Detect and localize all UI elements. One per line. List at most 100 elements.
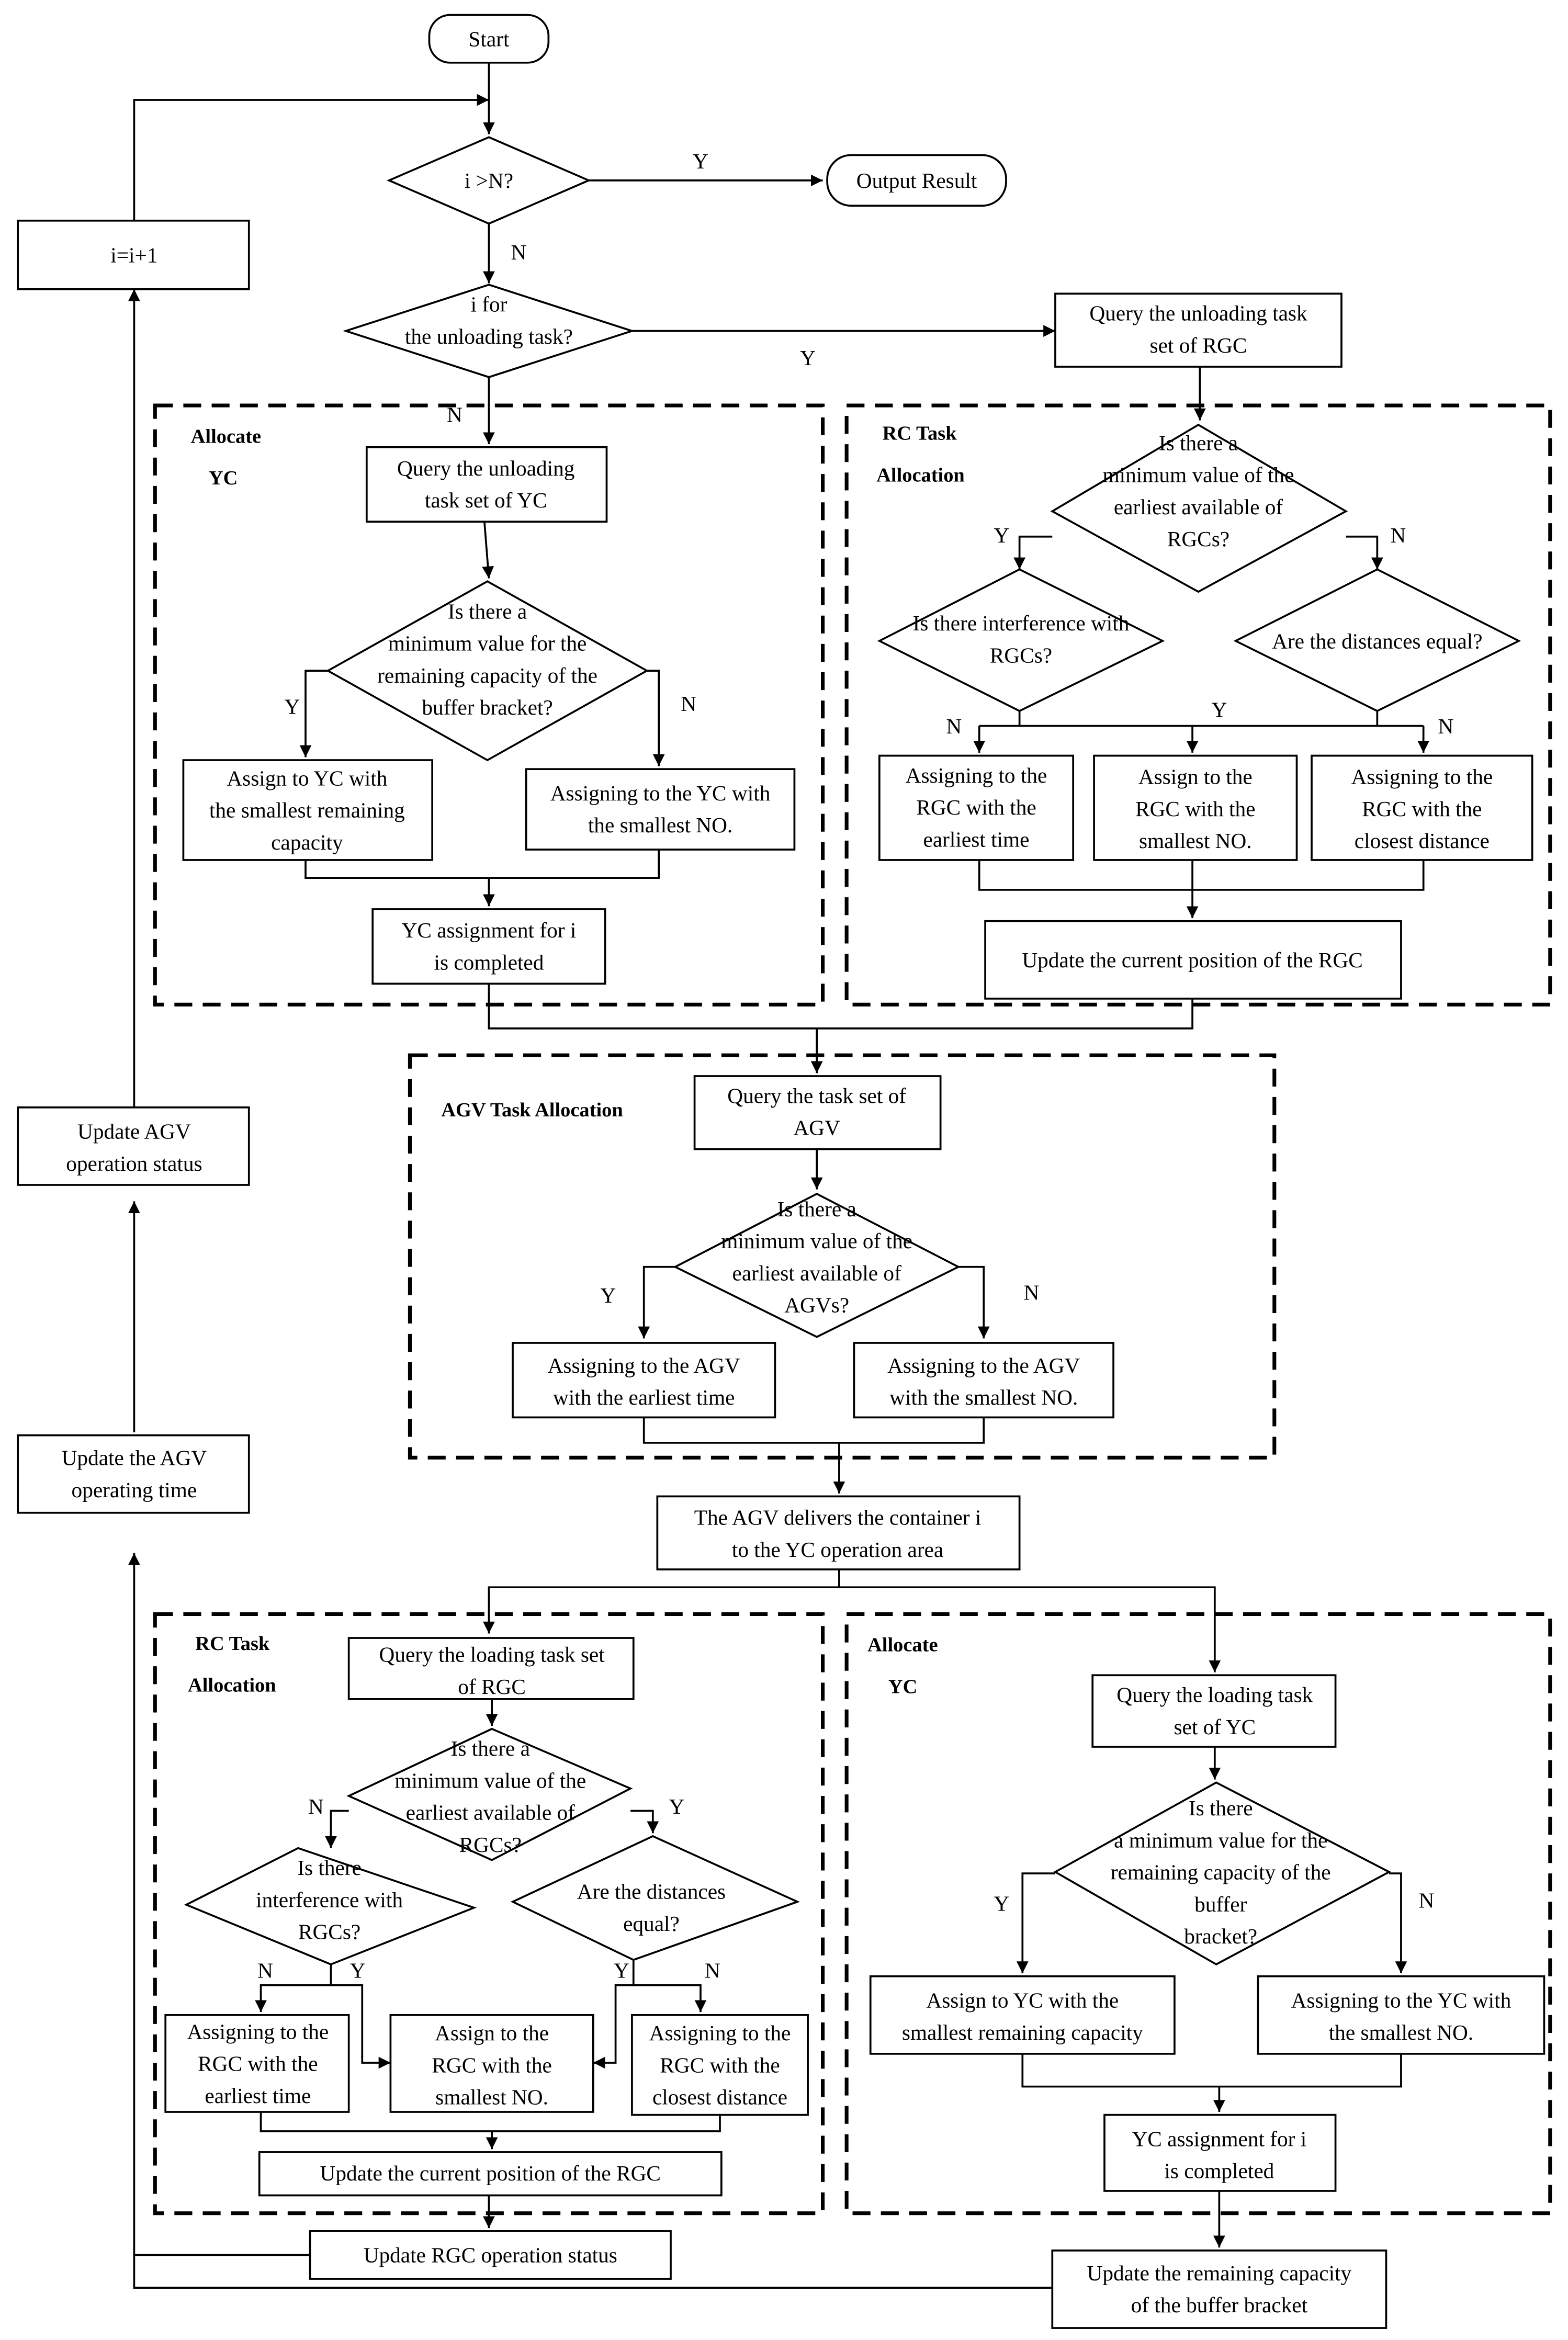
box-query-unloading-yc [365,446,608,523]
decision-agv [673,1192,961,1338]
label-y-yc-top: Y [284,695,300,719]
rgc-distances-top-label: Are the distances equal? [1272,629,1482,653]
label-y-rgc-top: Y [994,523,1010,547]
start-label: Start [468,27,510,51]
label-n-yc-bottom: N [1418,1889,1434,1913]
decision-rgc-distances-bottom [510,1835,800,1961]
label-n-distances-bottom: N [705,1959,720,1983]
box-update-buffer-capacity [1051,2249,1387,2329]
label-n-distances-top: N [1438,714,1453,738]
start-terminal [428,14,550,64]
group-allocate-yc-bottom [844,1612,1552,2215]
box-assign-yc-capacity-bottom [869,1975,1176,2055]
box-assign-rgc-closest-bottom [631,2014,809,2116]
group-agv-task [408,1053,1277,1460]
box-update-rgc-position-top [984,920,1402,1000]
output-result-label: Output Result [856,168,977,193]
decision-yc-bottom [1053,1781,1392,1966]
label-y-interference-bottom: Y [350,1959,366,1983]
box-assign-agv-smallest [853,1342,1114,1419]
decision-rgc-distances-top [1233,568,1521,713]
box-agv-delivers [656,1495,1021,1570]
label-n-yc-top: N [681,692,696,716]
update-rgc-position-bottom-label: Update the current position of the RGC [320,2161,661,2185]
box-update-rgc-position-bottom [258,2151,723,2197]
box-assign-rgc-earliest-top [878,754,1075,861]
box-assign-rgc-earliest-bottom [164,2014,350,2113]
label-n-i-gt-n: N [511,240,526,264]
box-query-loading-rgc [347,1637,635,1700]
box-assign-yc-no-top [525,768,796,851]
box-assign-rgc-smallest-bottom [389,2014,594,2113]
label-n-unloading: N [447,402,462,426]
i-increment-label: i=i+1 [110,243,157,267]
box-assign-rgc-smallest-top [1093,754,1298,861]
box-yc-completed-bottom [1103,2113,1337,2192]
group-rc-task-top [844,403,1552,1007]
label-y-agv: Y [600,1283,616,1307]
box-assign-agv-earliest [512,1342,776,1419]
decision-rgc-interference-top [877,568,1165,713]
decision-rgc-bottom [346,1727,633,1861]
output-result-terminal [826,154,1007,207]
label-n-rgc-bottom: N [308,1794,324,1818]
box-assign-yc-capacity-top [182,759,434,861]
decision-yc-top [325,580,649,762]
label-y-output: Y [693,149,708,173]
box-i-increment [17,219,250,290]
box-query-unloading-rgc [1054,292,1343,368]
box-update-agv-time [17,1434,250,1514]
box-query-agv [693,1075,942,1150]
update-rgc-position-top-label: Update the current position of the RGC [1022,948,1362,972]
box-update-agv-status [17,1106,250,1186]
label-y-distances-bottom: Y [614,1959,629,1983]
label-n-interference-top: N [946,714,962,738]
text-layer: Start Output Result i >N? i=i+1 Update t… [62,27,1511,2317]
group-title-agv-task: AGV Task Allocation [441,1099,623,1121]
label-y-yc-bottom: Y [994,1891,1010,1915]
decision-i-gt-n [386,136,591,225]
label-n-interference-bottom: N [257,1959,273,1983]
box-assign-yc-no-bottom [1257,1975,1546,2055]
box-update-rgc-status [309,2230,672,2280]
box-query-loading-yc [1091,1674,1337,1748]
i-gt-n-label: i >N? [465,168,513,193]
label-y-middle-top: Y [1211,697,1227,721]
box-assign-rgc-closest-top [1311,754,1533,861]
label-n-rgc-top: N [1390,523,1406,547]
decision-unloading-task [342,284,635,378]
decision-rgc-interference-bottom [184,1847,477,1965]
